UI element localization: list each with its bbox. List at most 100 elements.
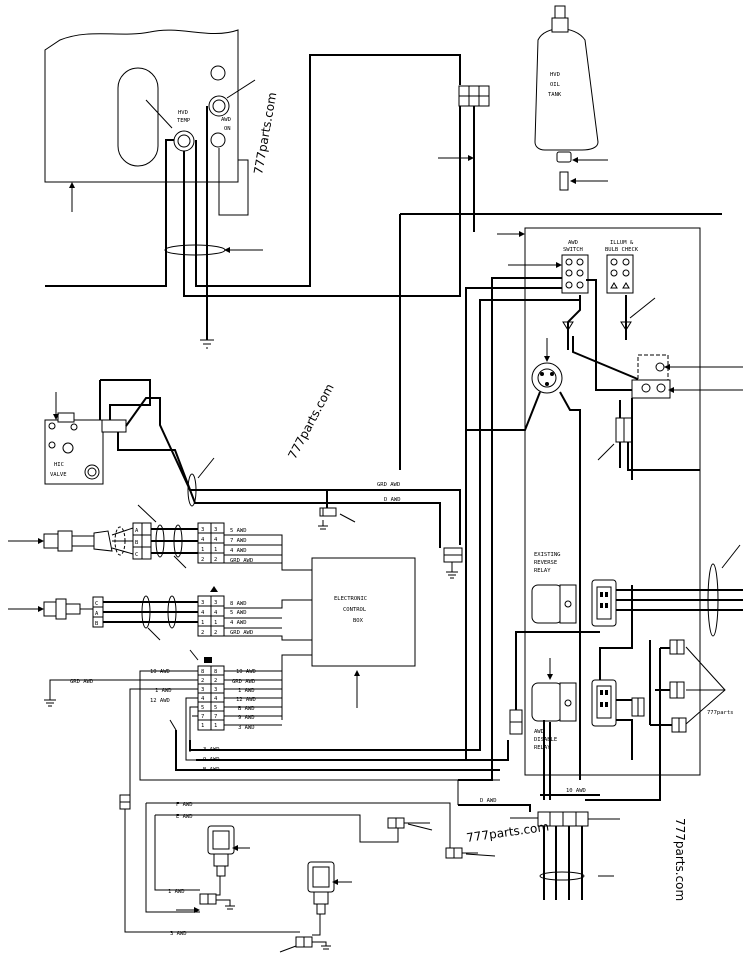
- existing-label-3: RELAY: [534, 568, 551, 574]
- tank-label-3: TANK: [548, 92, 562, 98]
- awd-switch-label-1: AWD: [568, 240, 578, 246]
- right-relay: [631, 354, 743, 399]
- existing-label-1: EXISTING: [534, 552, 561, 558]
- ecb-label-1: ELECTRONIC: [334, 596, 367, 602]
- c2-left-0: C: [95, 601, 98, 607]
- existing-reverse-relay: EXISTING REVERSE RELAY: [531, 544, 743, 637]
- fuse-connector: [597, 398, 700, 480]
- hic-label-2: VALVE: [50, 472, 67, 478]
- inline-connector: [509, 631, 600, 735]
- wire-right-12: 12 AWD: [236, 697, 256, 703]
- watermark-3: 777parts.com: [465, 820, 549, 845]
- g1-d: GRD AWD: [230, 558, 253, 564]
- wire-grd-awd-left: GRD AWD: [70, 679, 93, 685]
- wire-one-awd-bottom: 1 AWD: [168, 889, 185, 895]
- g1-c: 4 AWD: [230, 548, 247, 554]
- hvd-temp-label-2: TEMP: [177, 118, 191, 124]
- c3-r-6: 1: [214, 723, 217, 729]
- wire-awd10-bottom: 10 AWD: [566, 788, 586, 794]
- awd-disable-relay: AWD DISABLE RELAY: [531, 585, 645, 800]
- ecb-label-2: CONTROL: [343, 607, 367, 613]
- round-connector: [466, 338, 581, 780]
- awd-switch[interactable]: AWD SWITCH: [508, 240, 589, 294]
- g2-a: 8 AWD: [230, 601, 247, 607]
- wire-e-awd: E AWD: [176, 814, 193, 820]
- c1-left-0: A: [135, 528, 139, 534]
- panel-wires: [45, 54, 461, 349]
- hic-valve: HIC VALVE GRD AWD D AWD: [44, 379, 463, 579]
- wire-right-1: 1 AWD: [238, 688, 255, 694]
- hvd-temp-gauge: HVD TEMP: [173, 110, 195, 152]
- right-panel-wiring: [399, 213, 722, 776]
- wire-right-10: 10 AWD: [236, 669, 256, 675]
- tank-label-2: OIL: [550, 82, 561, 88]
- c2-right-2b: 1: [214, 620, 217, 626]
- c3-r-3: 4: [214, 696, 218, 702]
- c3-l-4: 5: [201, 705, 204, 711]
- c1-right-2b: 1: [214, 547, 217, 553]
- lower-left-wiring: F AWD E AWD 1 AWD 3 AWD: [119, 794, 496, 937]
- c1-right-1b: 4: [214, 537, 218, 543]
- c1-right-2: 1: [201, 547, 204, 553]
- watermark-1: 777parts.com: [251, 91, 279, 175]
- hvd-oil-tank: HVD OIL TANK: [438, 5, 608, 191]
- c3-l-3: 4: [201, 696, 205, 702]
- g1-b: 7 AWD: [230, 538, 247, 544]
- awd-on-label-1: AWD: [221, 117, 231, 123]
- g1-a: 5 AWD: [230, 528, 247, 534]
- wire-left-1: 1 AWD: [155, 688, 172, 694]
- illum-label-2: BULB CHECK: [605, 247, 639, 253]
- disable-label-2: DISABLE: [534, 737, 557, 743]
- c3-l-2: 3: [201, 687, 204, 693]
- c2-left-2: B: [95, 621, 99, 627]
- c3-l-6: 1: [201, 723, 204, 729]
- c3-r-0: 8: [214, 669, 217, 675]
- illum-bulb-check[interactable]: ILLUM & BULB CHECK: [605, 240, 639, 294]
- c3-r-2: 3: [214, 687, 217, 693]
- wire-grd-awd-top: GRD AWD: [377, 482, 400, 488]
- awd-on-label-2: ON: [224, 126, 231, 132]
- awd-on-lamp: AWD ON: [208, 95, 231, 132]
- c1-right-0b: 3: [214, 527, 217, 533]
- hvd-temp-label-1: HVD: [178, 110, 188, 116]
- tank-label-1: HVD: [550, 72, 560, 78]
- c3-r-4: 5: [214, 705, 217, 711]
- c3-l-1: 2: [201, 678, 204, 684]
- wire-right-b: B AWD: [238, 706, 255, 712]
- c2-right-0: 3: [201, 600, 204, 606]
- c2-left-1: A: [95, 611, 99, 617]
- wire-three-awd-bottom: 3 AWD: [170, 931, 187, 937]
- lower-switch-1: [176, 825, 250, 913]
- speed-sensor-2: C A B 3 3 4 4 1 1 2 2 8 AWD 5 AWD 4 AWD …: [8, 586, 312, 641]
- watermark-5: 777parts: [707, 710, 734, 716]
- wire-left-12: 12 AWD: [150, 698, 170, 704]
- bottom-harness: 10 AWD D AWD: [457, 780, 620, 900]
- electronic-control-box: ELECTRONIC CONTROL BOX: [281, 557, 416, 720]
- existing-label-2: REVERSE: [534, 560, 557, 566]
- disable-label-3: RELAY: [534, 745, 551, 751]
- c3-l-5: 7: [201, 714, 204, 720]
- awd-switch-label-2: SWITCH: [563, 247, 583, 253]
- c2-right-3: 2: [201, 630, 204, 636]
- c1-left-2: C: [135, 552, 138, 558]
- c1-right-1: 4: [201, 537, 205, 543]
- ecb-label-3: BOX: [353, 618, 364, 624]
- wire-left-10: 10 AWD: [150, 669, 170, 675]
- c3-l-0: 8: [201, 669, 204, 675]
- speed-sensor-1: A B C 3 3 4 4 1 1 2 2 5 AWD 7 AWD 4 AWD …: [8, 504, 312, 571]
- wire-d-awd-bottom: D AWD: [480, 798, 497, 804]
- wire-right-3: 3 AWD: [238, 725, 255, 731]
- c2-right-1: 4: [201, 610, 205, 616]
- c2-right-0b: 3: [214, 600, 217, 606]
- c2-right-1b: 4: [214, 610, 218, 616]
- c3-r-5: 7: [214, 714, 217, 720]
- c2-right-2: 1: [201, 620, 204, 626]
- g2-c: 4 AWD: [230, 620, 247, 626]
- c1-right-3b: 2: [214, 557, 217, 563]
- watermark-2: 777parts.com: [285, 381, 336, 461]
- wire-right-grd: GRD AWD: [232, 679, 255, 685]
- c1-left-1: B: [135, 540, 139, 546]
- wire-d-awd-top: D AWD: [384, 497, 401, 503]
- c1-right-0: 3: [201, 527, 204, 533]
